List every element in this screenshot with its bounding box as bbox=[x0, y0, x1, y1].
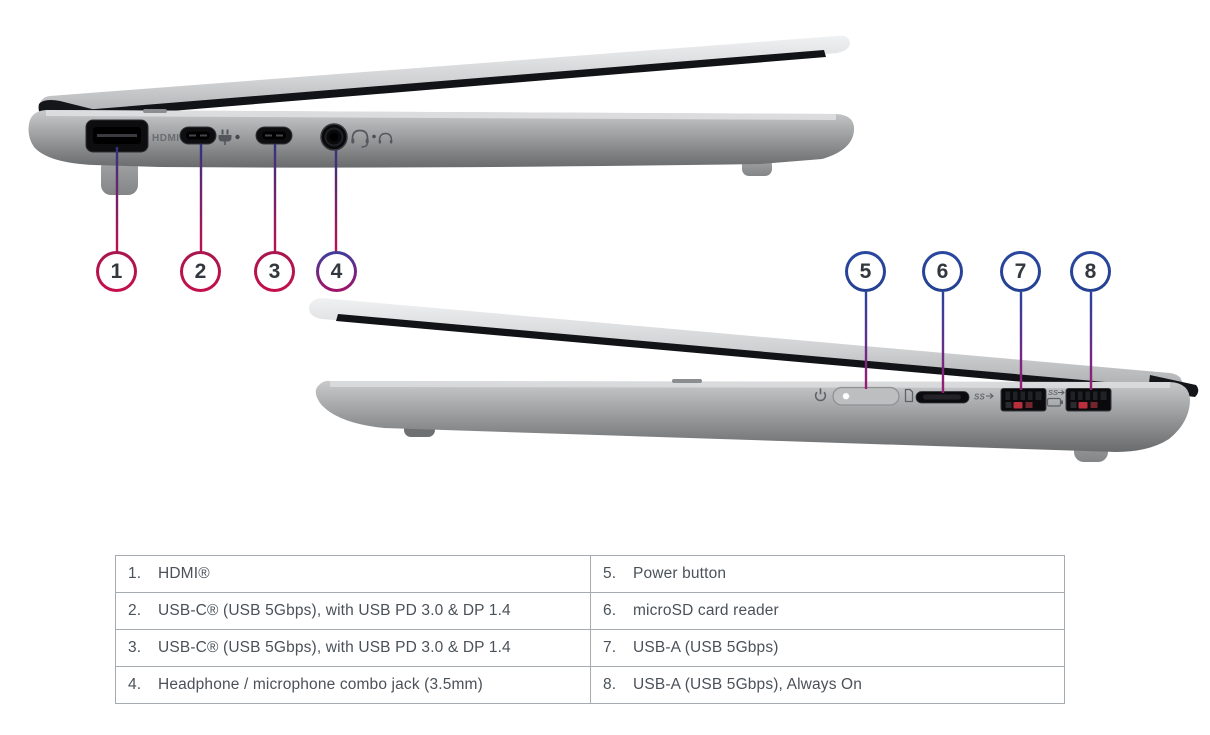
row-label: USB-A (USB 5Gbps) bbox=[633, 639, 779, 656]
callout-8: 8 bbox=[1070, 251, 1111, 292]
callout-2: 2 bbox=[180, 251, 221, 292]
callout-5-number: 5 bbox=[859, 260, 872, 283]
row-label: USB-C® (USB 5Gbps), with USB PD 3.0 & DP… bbox=[158, 639, 511, 656]
right-laptop-vent-notch bbox=[672, 379, 702, 383]
usb-c-port-2 bbox=[179, 126, 217, 145]
row-label: USB-A (USB 5Gbps), Always On bbox=[633, 676, 863, 693]
ports-table: 1. HDMI® 5. Power button 2. USB-C® (USB 5Gb… bbox=[115, 555, 1065, 704]
svg-text:SS: SS bbox=[1048, 388, 1058, 397]
left-laptop-front-foot bbox=[101, 158, 138, 195]
right-laptop-screen-edge bbox=[336, 314, 1162, 394]
leader-line-2 bbox=[199, 144, 203, 252]
table-row: 7. USB-A (USB 5Gbps) bbox=[591, 629, 1064, 666]
headset-icon bbox=[351, 129, 369, 148]
row-label: microSD card reader bbox=[633, 602, 779, 619]
callout-6: 6 bbox=[922, 251, 963, 292]
battery-icon bbox=[1046, 397, 1063, 407]
usb-c-port-3 bbox=[255, 126, 293, 145]
left-laptop-base-highlight bbox=[46, 110, 836, 120]
callout-5: 5 bbox=[845, 251, 886, 292]
usb-5gbps-icon-8: SS bbox=[1048, 388, 1065, 397]
leader-line-4 bbox=[334, 150, 338, 252]
row-label: HDMI® bbox=[158, 565, 210, 582]
table-row: 8. USB-A (USB 5Gbps), Always On bbox=[591, 666, 1064, 703]
usb-5gbps-icon-7: SS bbox=[974, 393, 994, 402]
callout-8-number: 8 bbox=[1084, 260, 1097, 283]
leader-line-8 bbox=[1089, 292, 1093, 390]
microsd-icon bbox=[904, 388, 914, 403]
callout-2-number: 2 bbox=[194, 260, 207, 283]
left-laptop-base bbox=[28, 110, 855, 168]
row-label: Power button bbox=[633, 565, 727, 582]
callout-7-number: 7 bbox=[1014, 260, 1027, 283]
power-led-indicator bbox=[842, 392, 850, 400]
microsd-slot bbox=[915, 391, 970, 404]
right-laptop-base-highlight bbox=[330, 381, 1170, 388]
left-laptop-vent-notch bbox=[143, 109, 167, 113]
right-laptop-lid bbox=[309, 298, 1183, 393]
row-number: 7. bbox=[603, 639, 617, 656]
row-number: 6. bbox=[603, 602, 617, 619]
audio-jack-port bbox=[320, 123, 348, 151]
leader-line-1 bbox=[115, 147, 119, 252]
row-number: 8. bbox=[603, 676, 617, 693]
table-row: 4. Headphone / microphone combo jack (3.5… bbox=[116, 666, 591, 703]
table-row: 6. microSD card reader bbox=[591, 592, 1064, 629]
callout-7: 7 bbox=[1000, 251, 1041, 292]
callout-6-number: 6 bbox=[936, 260, 949, 283]
usb-a-port-8 bbox=[1065, 388, 1112, 412]
left-laptop-screen-edge bbox=[58, 50, 826, 120]
power-button bbox=[832, 386, 900, 406]
row-label: USB-C® (USB 5Gbps), with USB PD 3.0 & DP… bbox=[158, 602, 511, 619]
row-number: 5. bbox=[603, 565, 617, 582]
leader-line-7 bbox=[1019, 292, 1023, 390]
charging-icon bbox=[218, 129, 232, 145]
right-laptop-base bbox=[315, 380, 1190, 452]
headphone-icon bbox=[378, 132, 393, 144]
callout-4-number: 4 bbox=[330, 260, 343, 283]
row-number: 3. bbox=[128, 639, 142, 656]
row-number: 1. bbox=[128, 565, 142, 582]
table-row: 5. Power button bbox=[591, 556, 1064, 592]
left-laptop-illustration: HDMI bbox=[28, 35, 855, 252]
right-laptop-illustration: SS SS bbox=[309, 292, 1199, 462]
callout-4: 4 bbox=[316, 251, 357, 292]
callout-3: 3 bbox=[254, 251, 295, 292]
row-number: 2. bbox=[128, 602, 142, 619]
usb-a-port-7 bbox=[1000, 388, 1047, 412]
hdmi-label: HDMI bbox=[152, 133, 180, 144]
leader-line-5 bbox=[864, 292, 868, 389]
row-label: Headphone / microphone combo jack (3.5mm… bbox=[158, 676, 483, 693]
callout-1: 1 bbox=[96, 251, 137, 292]
table-row: 1. HDMI® bbox=[116, 556, 591, 592]
power-icon bbox=[814, 388, 827, 402]
svg-text:SS: SS bbox=[974, 393, 985, 402]
leader-line-6 bbox=[941, 292, 945, 393]
table-row: 2. USB-C® (USB 5Gbps), with USB PD 3.0 & … bbox=[116, 592, 591, 629]
row-number: 4. bbox=[128, 676, 142, 693]
charging-led-indicator bbox=[235, 134, 240, 140]
callout-3-number: 3 bbox=[268, 260, 281, 283]
audio-led-dot bbox=[372, 134, 376, 139]
callout-1-number: 1 bbox=[110, 260, 123, 283]
table-row: 3. USB-C® (USB 5Gbps), with USB PD 3.0 & … bbox=[116, 629, 591, 666]
leader-line-3 bbox=[273, 144, 277, 252]
